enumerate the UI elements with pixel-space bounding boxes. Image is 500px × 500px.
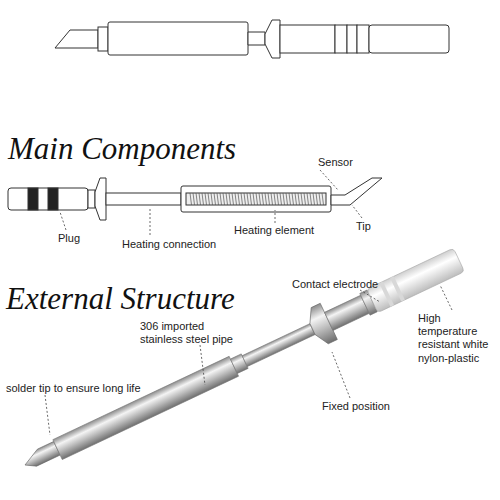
component-drawing xyxy=(8,178,382,220)
part-label: Heating element xyxy=(234,224,314,237)
tip-outline xyxy=(55,20,449,58)
part-label: Contact electrode xyxy=(292,278,378,291)
part-label: solder tip to ensure long life xyxy=(6,382,141,395)
soldering-tip-render xyxy=(16,242,467,483)
section-heading: Main Components xyxy=(8,133,236,164)
part-label: Heating connection xyxy=(122,238,216,251)
part-label: 306 imported stainless steel pipe xyxy=(140,320,240,346)
part-label: Sensor xyxy=(318,156,353,169)
part-label: Tip xyxy=(356,220,371,233)
part-label: High temperature resistant white nylon-p… xyxy=(418,312,496,365)
section-heading: External Structure xyxy=(6,283,235,314)
part-label: Plug xyxy=(58,232,80,245)
part-label: Fixed position xyxy=(322,400,390,413)
heating-coil xyxy=(190,193,324,205)
